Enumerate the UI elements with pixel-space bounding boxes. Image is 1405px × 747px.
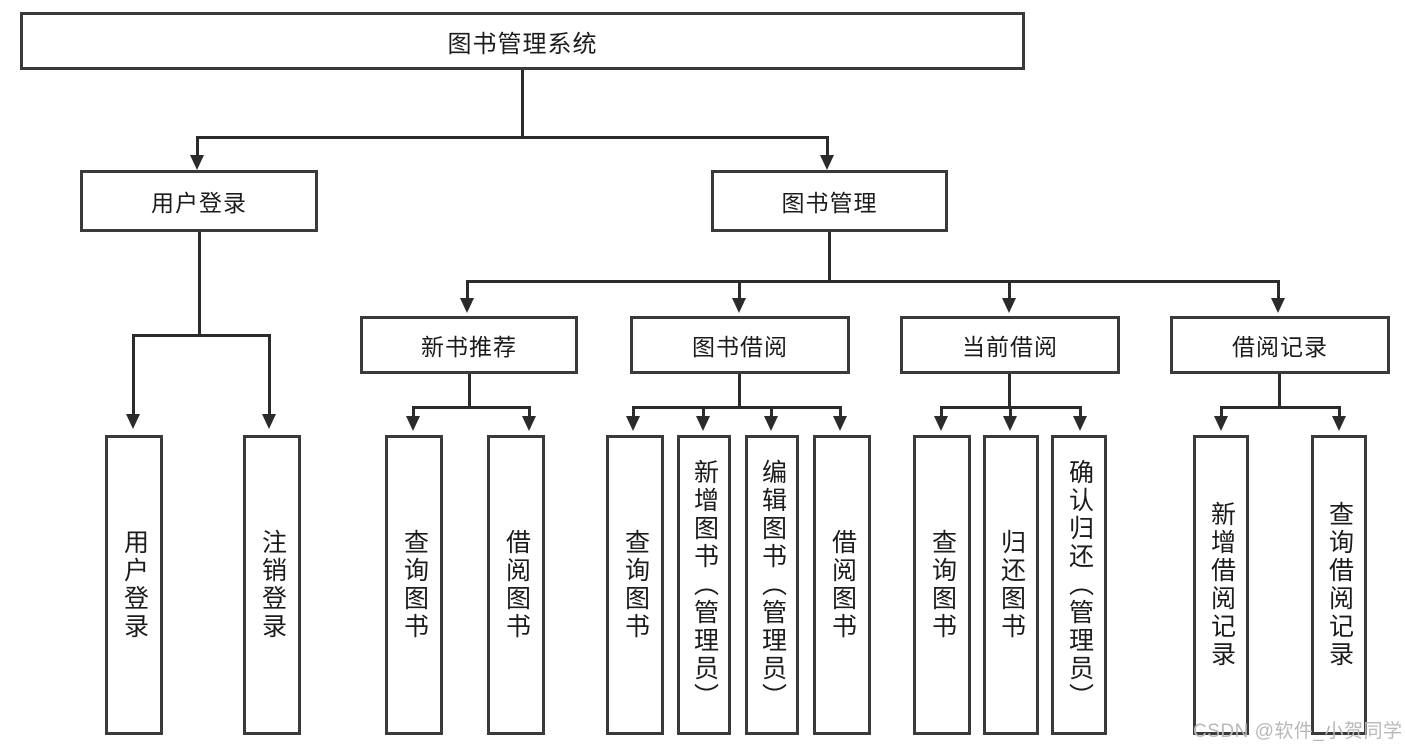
node-borrow-record[interactable]: 借阅记录	[1170, 316, 1390, 374]
connector-bb-to-leaf-3	[770, 406, 773, 418]
arrowhead-br-leaf-2	[1332, 416, 1346, 431]
arrowhead-leaf-logout	[262, 414, 276, 429]
arrowhead-bb-leaf-3	[764, 416, 778, 431]
connector-nbr-bus	[412, 406, 530, 409]
connector-bb-stem	[738, 374, 741, 408]
node-label: 查询图书	[400, 529, 429, 641]
arrowhead-nbr-leaf-1	[406, 416, 420, 431]
connector-cb-to-leaf-1	[940, 406, 943, 418]
leaf-bb-borrow-book[interactable]: 借阅图书	[813, 435, 871, 735]
connector-br-bus	[1220, 406, 1340, 409]
node-current-borrow[interactable]: 当前借阅	[900, 316, 1120, 374]
arrowhead-cb-leaf-1	[934, 416, 948, 431]
node-label: 新增借阅记录	[1207, 501, 1236, 669]
connector-bm-to-book-borrow	[738, 280, 741, 300]
connector-bb-bus	[632, 406, 842, 409]
leaf-nbr-borrow-book[interactable]: 借阅图书	[487, 435, 545, 735]
connector-nbr-stem	[468, 374, 471, 408]
leaf-br-add-record[interactable]: 新增借阅记录	[1193, 435, 1249, 735]
leaf-bb-query-book[interactable]: 查询图书	[606, 435, 664, 735]
node-label: 编辑图书（管理员）	[758, 459, 787, 711]
node-new-book-recommend[interactable]: 新书推荐	[360, 316, 578, 374]
node-label: 新增图书（管理员）	[690, 459, 719, 711]
leaf-br-query-record[interactable]: 查询借阅记录	[1311, 435, 1367, 735]
connector-bm-to-current-borrow	[1008, 280, 1011, 300]
connector-book-manage-bus	[466, 280, 1280, 283]
connector-nbr-to-leaf-1	[412, 406, 415, 418]
arrowhead-borrow-record	[1271, 298, 1285, 313]
node-label: 当前借阅	[962, 334, 1058, 360]
connector-root-bus	[196, 136, 828, 139]
connector-bm-to-borrow-record	[1277, 280, 1280, 300]
arrowhead-leaf-user-login	[126, 414, 140, 429]
arrowhead-cb-leaf-2	[1003, 416, 1017, 431]
node-label: 新书推荐	[421, 334, 517, 360]
node-label: 确认归还（管理员）	[1065, 459, 1094, 711]
arrowhead-bb-leaf-4	[833, 416, 847, 431]
node-label: 图书管理系统	[447, 30, 598, 58]
node-root-system[interactable]: 图书管理系统	[20, 12, 1025, 70]
arrowhead-current-borrow	[1002, 298, 1016, 313]
node-label: 借阅图书	[502, 529, 531, 641]
arrowhead-book-borrow	[732, 298, 746, 313]
connector-user-login-bus	[132, 334, 270, 337]
node-label: 图书管理	[781, 190, 878, 216]
connector-bm-to-new-book	[466, 280, 469, 300]
leaf-bb-edit-book-admin[interactable]: 编辑图书（管理员）	[745, 435, 799, 735]
connector-nbr-to-leaf-2	[528, 406, 531, 418]
connector-bb-to-leaf-2	[702, 406, 705, 418]
leaf-nbr-query-book[interactable]: 查询图书	[385, 435, 443, 735]
leaf-logout[interactable]: 注销登录	[243, 435, 301, 735]
arrowhead-new-book-recommend	[460, 298, 474, 313]
leaf-bb-add-book-admin[interactable]: 新增图书（管理员）	[677, 435, 731, 735]
node-label: 图书借阅	[692, 334, 788, 360]
arrowhead-user-login	[190, 155, 204, 170]
connector-root-stem	[521, 70, 524, 138]
arrowhead-book-manage	[820, 155, 834, 170]
connector-br-stem	[1278, 374, 1281, 408]
node-label: 查询图书	[928, 529, 957, 641]
node-label: 归还图书	[997, 529, 1026, 641]
connector-root-to-user-login	[196, 136, 199, 158]
node-book-borrow[interactable]: 图书借阅	[630, 316, 850, 374]
arrowhead-cb-leaf-3	[1073, 416, 1087, 431]
connector-cb-to-leaf-2	[1009, 406, 1012, 418]
leaf-user-login[interactable]: 用户登录	[105, 435, 163, 735]
arrowhead-br-leaf-1	[1214, 416, 1228, 431]
connector-cb-to-leaf-3	[1079, 406, 1082, 418]
node-label: 注销登录	[258, 529, 287, 641]
leaf-cb-query-book[interactable]: 查询图书	[913, 435, 971, 735]
node-book-manage[interactable]: 图书管理	[711, 170, 948, 232]
connector-bb-to-leaf-4	[839, 406, 842, 418]
arrowhead-nbr-leaf-2	[522, 416, 536, 431]
leaf-cb-confirm-return-admin[interactable]: 确认归还（管理员）	[1051, 435, 1107, 735]
connector-br-to-leaf-2	[1338, 406, 1341, 418]
connector-bb-to-leaf-1	[632, 406, 635, 418]
node-label: 查询借阅记录	[1325, 501, 1354, 669]
connector-book-manage-stem	[828, 232, 831, 282]
connector-user-login-stem	[198, 232, 201, 336]
connector-root-to-book-manage	[826, 136, 829, 158]
node-label: 借阅图书	[828, 529, 857, 641]
node-label: 借阅记录	[1232, 334, 1328, 360]
connector-user-login-to-leaf-2	[268, 334, 271, 416]
leaf-cb-return-book[interactable]: 归还图书	[983, 435, 1039, 735]
node-label: 用户登录	[120, 529, 149, 641]
connector-br-to-leaf-1	[1220, 406, 1223, 418]
node-label: 查询图书	[621, 529, 650, 641]
node-user-login[interactable]: 用户登录	[80, 170, 318, 232]
connector-user-login-to-leaf-1	[132, 334, 135, 416]
arrowhead-bb-leaf-1	[626, 416, 640, 431]
connector-cb-stem	[1008, 374, 1011, 408]
node-label: 用户登录	[151, 190, 247, 216]
arrowhead-bb-leaf-2	[696, 416, 710, 431]
